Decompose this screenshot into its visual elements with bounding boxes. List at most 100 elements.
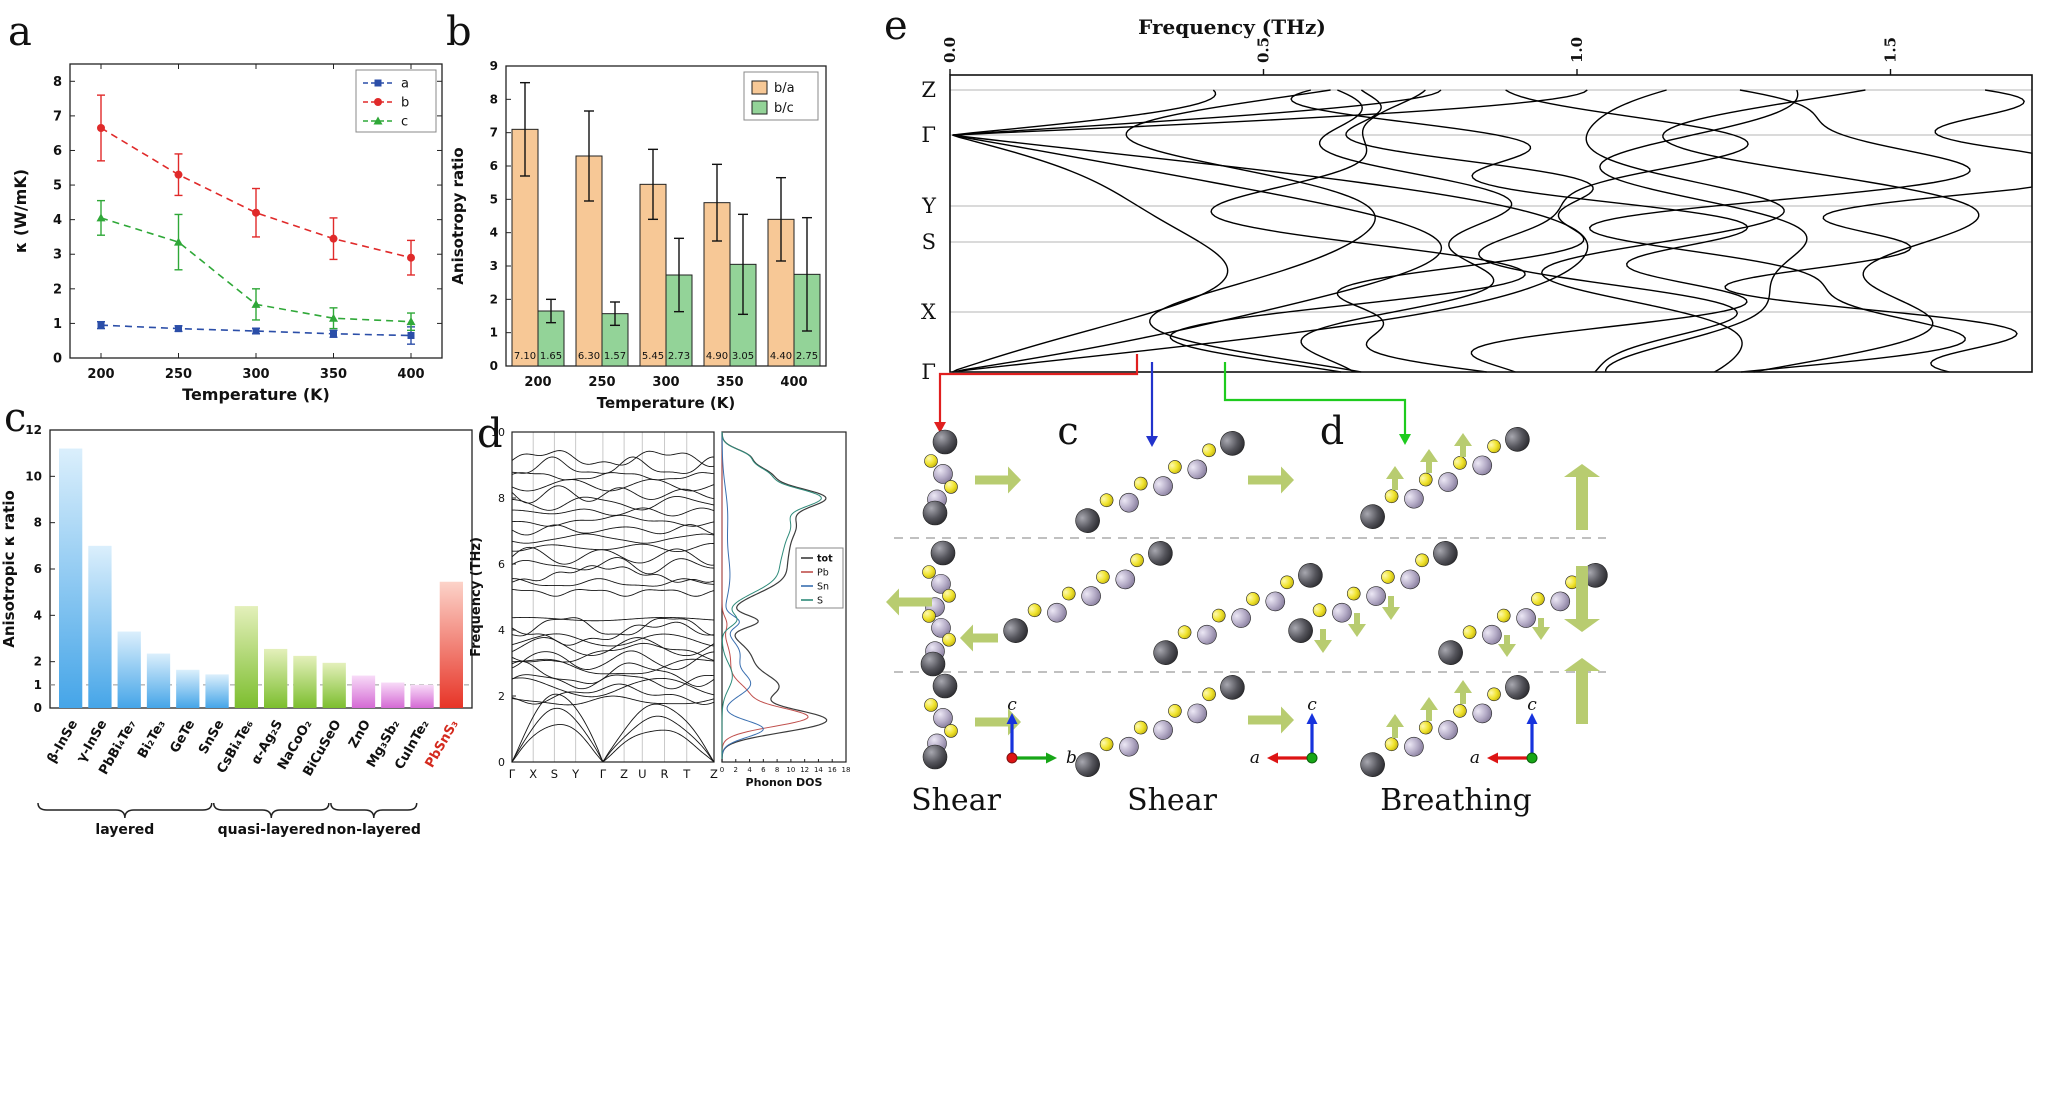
svg-text:d: d [1320, 409, 1344, 453]
material-bar [322, 662, 346, 708]
svg-text:quasi-layered: quasi-layered [218, 822, 325, 838]
svg-text:6: 6 [34, 562, 42, 576]
material-bar [88, 545, 112, 708]
svg-text:Frequency (THz): Frequency (THz) [1138, 15, 1326, 39]
svg-text:Z: Z [620, 767, 628, 781]
svg-text:4: 4 [53, 213, 62, 228]
svg-text:6: 6 [498, 558, 505, 571]
svg-text:c: c [1307, 695, 1317, 715]
mode-connectors [934, 354, 1411, 447]
phonon-dos-curves [721, 431, 828, 763]
svg-text:b: b [1066, 748, 1077, 768]
svg-text:4.40: 4.40 [770, 351, 792, 362]
material-bar [293, 655, 317, 708]
material-bar [410, 684, 434, 708]
svg-text:Shear: Shear [911, 783, 1002, 818]
svg-text:Temperature (K): Temperature (K) [182, 385, 330, 404]
svg-text:0: 0 [720, 766, 724, 774]
svg-text:U: U [638, 767, 646, 781]
svg-text:GeTe: GeTe [168, 717, 199, 755]
svg-text:1.0: 1.0 [1568, 37, 1586, 63]
material-bar [59, 448, 83, 708]
materials-anisotropy-bar-chart: 0124681012β-InSeγ-InSePbBi₄Te₇Bi₂Te₃GeTe… [0, 423, 473, 838]
svg-text:4: 4 [490, 226, 498, 240]
svg-text:3: 3 [490, 259, 498, 273]
svg-text:Temperature (K): Temperature (K) [597, 394, 735, 412]
svg-text:0: 0 [34, 701, 42, 715]
svg-text:12: 12 [800, 766, 809, 774]
material-bar [381, 682, 405, 708]
svg-text:ZnO: ZnO [346, 718, 374, 751]
svg-text:4: 4 [498, 624, 505, 637]
panel-label-c: c [4, 395, 27, 441]
svg-text:8: 8 [53, 75, 62, 90]
svg-text:S: S [817, 596, 823, 607]
svg-text:Shear: Shear [1127, 783, 1218, 818]
svg-text:non-layered: non-layered [327, 822, 421, 838]
panel-label-d: d [477, 411, 503, 457]
svg-text:250: 250 [165, 367, 192, 382]
svg-text:2.73: 2.73 [668, 351, 690, 362]
svg-text:Z: Z [710, 767, 718, 781]
material-bar [205, 674, 229, 708]
svg-text:300: 300 [652, 375, 679, 390]
svg-text:6.30: 6.30 [578, 351, 600, 362]
material-bar [264, 648, 288, 708]
group-brace [37, 802, 213, 819]
material-bar [176, 669, 200, 708]
svg-text:Anisotropy ratio: Anisotropy ratio [449, 147, 467, 284]
svg-text:Sn: Sn [817, 582, 829, 593]
svg-text:200: 200 [524, 375, 551, 390]
svg-text:tot: tot [817, 554, 833, 565]
svg-text:Γ: Γ [921, 123, 936, 147]
svg-text:4: 4 [34, 608, 42, 622]
svg-text:7.10: 7.10 [514, 351, 536, 362]
svg-text:1.65: 1.65 [540, 351, 562, 362]
svg-text:6: 6 [490, 159, 498, 173]
svg-text:c: c [1007, 695, 1017, 715]
group-brace [330, 802, 418, 819]
svg-text:b: b [401, 96, 409, 111]
svg-text:c: c [1057, 409, 1078, 453]
svg-text:κ (W/mK): κ (W/mK) [11, 169, 30, 253]
svg-text:8: 8 [775, 766, 779, 774]
group-brace [212, 802, 330, 819]
svg-text:Pb: Pb [817, 568, 829, 579]
phonon-band-curves [511, 450, 715, 763]
svg-text:Frequency (THz): Frequency (THz) [469, 537, 484, 657]
svg-text:0.5: 0.5 [1255, 37, 1273, 63]
svg-text:400: 400 [780, 375, 807, 390]
material-bar [117, 631, 141, 708]
svg-text:6: 6 [53, 144, 62, 159]
svg-text:Γ: Γ [921, 360, 936, 384]
svg-text:4.90: 4.90 [706, 351, 728, 362]
svg-text:3.05: 3.05 [732, 351, 754, 362]
svg-text:5.45: 5.45 [642, 351, 664, 362]
svg-text:5: 5 [53, 179, 62, 194]
svg-text:1: 1 [53, 317, 62, 332]
svg-text:1.57: 1.57 [604, 351, 626, 362]
svg-text:400: 400 [397, 367, 424, 382]
svg-text:3: 3 [53, 248, 62, 263]
legend-panel-a: abc [355, 69, 437, 133]
svg-text:4: 4 [747, 766, 752, 774]
svg-text:b/c: b/c [774, 101, 794, 116]
svg-text:14: 14 [814, 766, 823, 774]
structure-shear-a [960, 431, 1323, 777]
svg-text:c: c [1527, 695, 1537, 715]
svg-text:16: 16 [828, 766, 837, 774]
svg-text:250: 250 [588, 375, 615, 390]
svg-text:6: 6 [761, 766, 766, 774]
material-bar [234, 606, 258, 708]
legend-panel-b: b/ab/c [743, 71, 819, 121]
svg-text:7: 7 [490, 126, 498, 140]
svg-text:18: 18 [842, 766, 851, 774]
svg-text:12: 12 [25, 423, 42, 437]
material-bar [439, 581, 463, 708]
svg-text:7: 7 [53, 109, 62, 124]
